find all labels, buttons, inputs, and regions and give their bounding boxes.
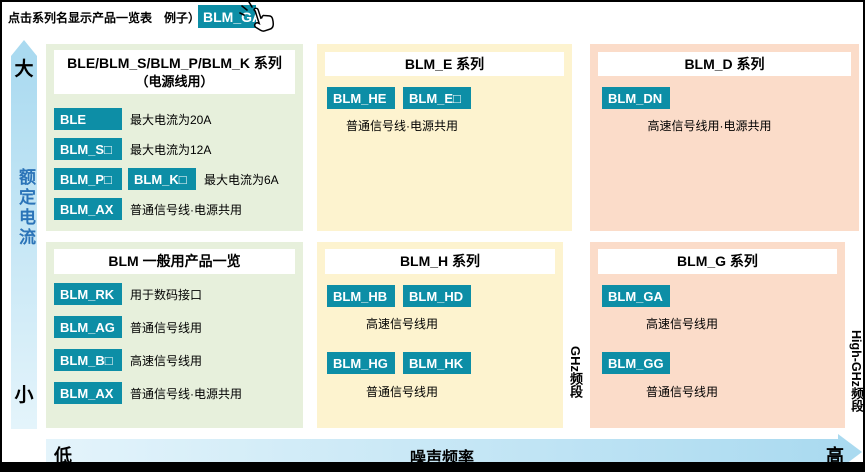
y-axis-min-label: 小: [14, 385, 34, 406]
series-desc: 普通信号线用: [645, 385, 718, 399]
panel-d-title-text: BLM_D 系列: [684, 55, 765, 72]
series-button-blm-ga[interactable]: BLM_GA: [602, 285, 670, 307]
band-label-high-ghz: High-GHz频段: [849, 330, 863, 412]
series-button-blm-k[interactable]: BLM_K□: [128, 168, 196, 190]
series-button-blm-hb[interactable]: BLM_HB: [327, 285, 395, 307]
series-button-blm-p[interactable]: BLM_P□: [54, 168, 122, 190]
y-axis-arrowhead: [11, 40, 37, 56]
series-button-blm-hd[interactable]: BLM_HD: [403, 285, 471, 307]
series-button-ble[interactable]: BLE: [54, 108, 122, 130]
panel-g-title: BLM_G 系列: [598, 249, 837, 274]
y-axis: [11, 40, 37, 429]
header-instruction: 点击系列名显示产品一览表 例子）: [8, 11, 201, 25]
series-button-blm-ax[interactable]: BLM_AX: [54, 382, 122, 404]
series-desc: 最大电流为20A: [130, 113, 212, 127]
series-desc: 高速信号线用: [130, 354, 203, 368]
series-desc: 最大电流为12A: [130, 143, 212, 157]
panel-d-title: BLM_D 系列: [598, 52, 851, 76]
panel-power-title: BLE/BLM_S/BLM_P/BLM_K 系列 （电源线用）: [54, 50, 295, 94]
series-button-blm-ax[interactable]: BLM_AX: [54, 198, 122, 220]
panel-h-title-text: BLM_H 系列: [399, 253, 481, 270]
series-desc: 最大电流为6A: [204, 173, 279, 187]
x-axis-max-label: 高: [826, 446, 844, 466]
panel-general-title-text: BLM 一般用产品一览: [108, 253, 241, 270]
series-desc: 普通信号线·电源共用: [130, 387, 242, 401]
series-desc: 用于数码接口: [130, 288, 203, 302]
series-desc: 普通信号线·电源共用: [346, 119, 458, 133]
panel-general-title: BLM 一般用产品一览: [54, 249, 295, 274]
series-desc: 高速信号线用: [645, 317, 718, 331]
y-axis-title: 额定电流: [16, 168, 35, 248]
example-series-button[interactable]: BLM_GA: [198, 5, 262, 28]
panel-e-title-text: BLM_E 系列: [404, 55, 485, 72]
series-button-blm-ag[interactable]: BLM_AG: [54, 316, 122, 338]
series-desc: 普通信号线·电源共用: [130, 203, 242, 217]
series-desc: 高速信号线用·电源共用: [647, 119, 772, 133]
series-button-blm-b[interactable]: BLM_B□: [54, 349, 122, 371]
panel-e-title: BLM_E 系列: [325, 52, 564, 76]
band-label-ghz: GHz频段: [568, 346, 583, 398]
series-desc: 高速信号线用: [365, 317, 438, 331]
y-axis-bar: [11, 56, 37, 429]
x-axis-min-label: 低: [54, 446, 72, 466]
series-button-blm-he[interactable]: BLM_HE: [327, 87, 395, 109]
panel-g-title-text: BLM_G 系列: [677, 253, 758, 270]
series-desc: 普通信号线用: [130, 321, 203, 335]
series-button-blm-hg[interactable]: BLM_HG: [327, 352, 395, 374]
panel-power-title-line1: BLE/BLM_S/BLM_P/BLM_K 系列: [67, 54, 282, 71]
bottom-border-bar: [2, 462, 863, 470]
series-button-blm-hk[interactable]: BLM_HK: [403, 352, 471, 374]
panel-power-title-line2: （电源线用）: [135, 73, 214, 89]
series-desc: 普通信号线用: [365, 385, 438, 399]
series-button-blm-gg[interactable]: BLM_GG: [602, 352, 670, 374]
series-button-blm-dn[interactable]: BLM_DN: [602, 87, 670, 109]
series-button-blm-e[interactable]: BLM_E□: [403, 87, 471, 109]
y-axis-max-label: 大: [14, 59, 34, 80]
x-axis-bar: [46, 439, 838, 465]
series-button-blm-s[interactable]: BLM_S□: [54, 138, 122, 160]
series-button-blm-rk[interactable]: BLM_RK: [54, 283, 122, 305]
click-cursor-icon: [239, 2, 274, 32]
panel-h-title: BLM_H 系列: [325, 249, 555, 274]
